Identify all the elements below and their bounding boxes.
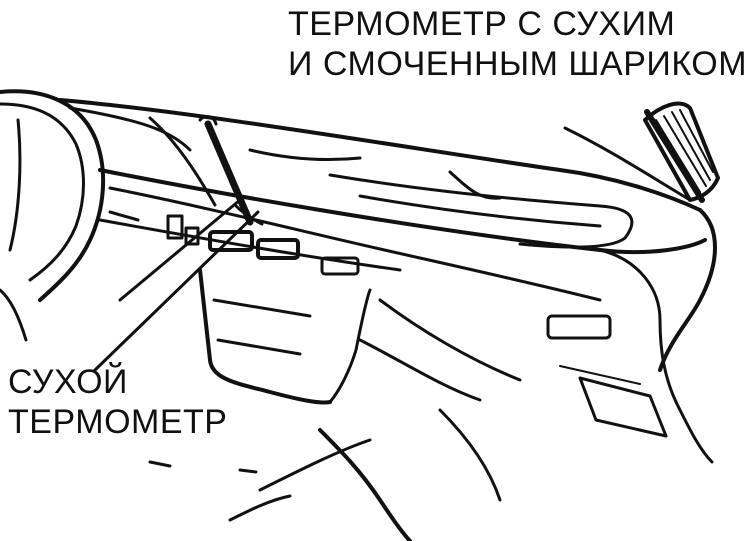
wet-dry-thermometer-label-line1: ТЕРМОМЕТР С СУХИМ <box>288 5 676 43</box>
floor-outline <box>148 408 502 541</box>
dry-thermometer-label: СУХОЙ ТЕРМОМЕТР <box>8 362 227 442</box>
dry-thermometer-icon <box>198 115 264 226</box>
dry-thermometer-label-line1: СУХОЙ <box>8 363 128 401</box>
steering-wheel <box>0 89 106 342</box>
dashboard-top <box>58 98 702 212</box>
dashboard-vents <box>108 210 668 438</box>
wet-dry-thermometer-label: ТЕРМОМЕТР С СУХИМ И СМОЧЕННЫМ ШАРИКОМ <box>288 4 747 84</box>
dry-thermometer-label-line2: ТЕРМОМЕТР <box>8 403 228 441</box>
leader-lines <box>93 198 260 372</box>
lower-console <box>198 268 522 405</box>
wet-dry-thermometer-label-line2: И СМОЧЕННЫМ ШАРИКОМ <box>288 45 748 83</box>
wet-dry-thermometer-icon <box>643 101 720 203</box>
